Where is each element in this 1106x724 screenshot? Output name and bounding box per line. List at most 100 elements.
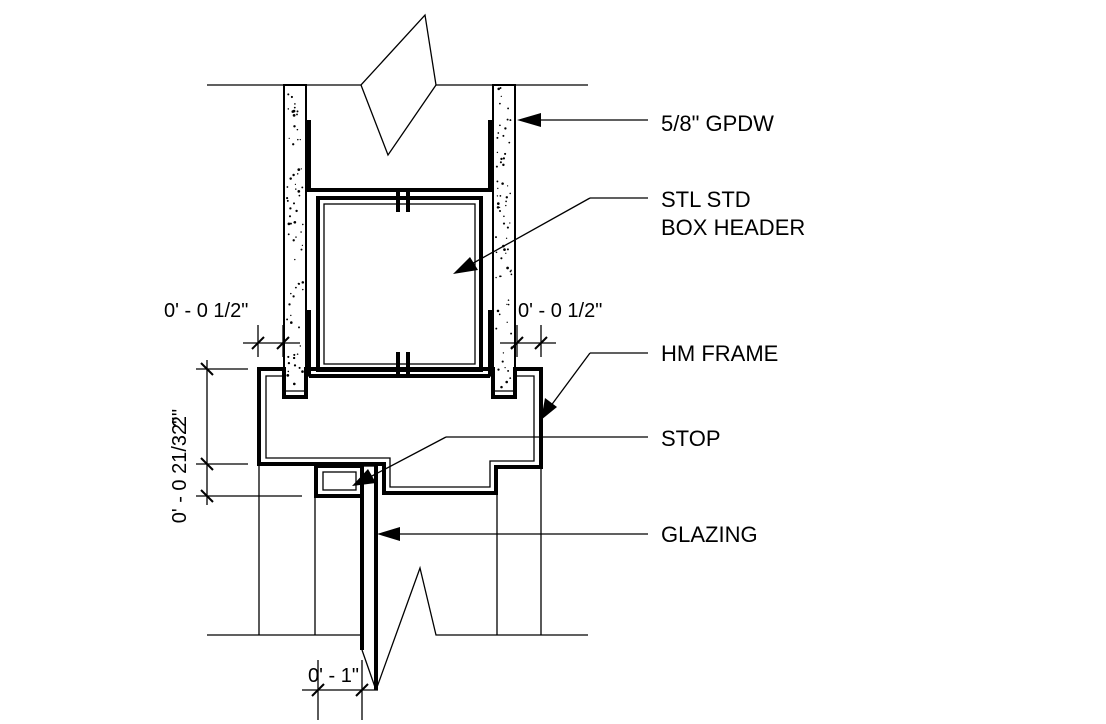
gypsum-speck (502, 157, 505, 160)
gypsum-speck (300, 248, 303, 251)
gypsum-speck (499, 195, 502, 197)
gypsum-speck (495, 236, 497, 239)
gypsum-speck (287, 370, 290, 373)
gypsum-speck (495, 165, 498, 168)
gypsum-speck (510, 269, 512, 272)
gypsum-speck (496, 309, 500, 313)
gypsum-speck (292, 382, 296, 386)
gypsum-speck (504, 366, 506, 369)
gypsum-speck (298, 366, 301, 369)
dim-text-frame-depth: 2" (169, 409, 191, 427)
gypsum-speck (297, 138, 299, 141)
callout-gpdw: 5/8" GPDW (661, 111, 774, 136)
gypsum-speck (301, 244, 304, 247)
gypsum-speck (505, 196, 508, 199)
gypsum-speck (288, 215, 292, 218)
gypsum-speck (502, 134, 505, 137)
gypsum-speck (496, 202, 500, 205)
gypsum-speck (506, 118, 509, 121)
gypsum-speck (504, 127, 507, 130)
gypsum-speck (288, 137, 290, 139)
leader-box-header (453, 197, 648, 274)
gypsum-speck (499, 102, 501, 105)
gypsum-speck (292, 239, 295, 242)
gypsum-speck (502, 163, 505, 167)
gypsum-speck (509, 222, 511, 224)
gypsum-speck (501, 360, 504, 363)
gypsum-speck (497, 368, 500, 371)
gypsum-speck (292, 109, 296, 113)
gypsum-speck (508, 141, 511, 144)
callout-header-line1: STL STD (661, 187, 751, 212)
callout-header-line2: BOX HEADER (661, 215, 805, 240)
gypsum-speck (287, 108, 290, 110)
gypsum-speck (299, 345, 302, 347)
leader-stop (352, 436, 648, 486)
gypsum-speck (297, 190, 301, 193)
callout-hm-frame: HM FRAME (661, 341, 778, 366)
gypsum-speck (507, 299, 510, 301)
gypsum-speck (289, 222, 292, 225)
leader-glazing (377, 527, 648, 541)
gypsum-speck (294, 103, 296, 105)
gypsum-speck (506, 321, 508, 323)
gypsum-speck (290, 95, 293, 99)
gypsum-speck (295, 188, 297, 190)
dim-vertical (196, 360, 302, 505)
gypsum-speck (290, 292, 292, 295)
bottom-break-line (207, 565, 588, 691)
gypsum-speck (295, 209, 298, 213)
gypsum-speck (297, 168, 301, 171)
gypsum-speck (495, 251, 498, 254)
gypsum-speck (499, 275, 502, 278)
gypsum-speck (293, 353, 296, 356)
gypsum-speck (499, 161, 502, 164)
glazing-pane (360, 465, 378, 690)
gypsum-speck (287, 222, 291, 226)
gypsum-speck (298, 326, 300, 329)
gypsum-speck (497, 87, 500, 91)
glazing-stop (314, 464, 364, 498)
callout-stop: STOP (661, 426, 721, 451)
gypsum-speck (293, 106, 296, 109)
gypsum-speck (507, 107, 510, 110)
gypsum-speck (296, 113, 298, 116)
gypsum-speck (496, 180, 499, 183)
callout-glazing: GLAZING (661, 522, 758, 547)
gypsum-speck (287, 93, 290, 96)
gypsum-speck (300, 231, 302, 233)
gypsum-speck (505, 204, 507, 207)
gypsum-speck (286, 374, 290, 377)
gypsum-speck (503, 215, 505, 218)
gypsum-speck (290, 321, 293, 324)
gypsum-speck (505, 380, 509, 384)
dim-glazing (302, 660, 378, 720)
gypsum-speck (287, 233, 290, 236)
gypsum-speck (301, 281, 305, 284)
gypsum-speck (505, 252, 507, 254)
top-break-line (207, 13, 588, 157)
leader-hm-frame (541, 352, 648, 420)
gypsum-speck (496, 151, 499, 154)
gypsum-speck (497, 187, 499, 190)
gypsum-speck (294, 286, 297, 289)
gypsum-speck (294, 258, 296, 261)
gypsum-speck (507, 369, 510, 372)
gypsum-speck (286, 186, 289, 188)
gypsum-speck (295, 236, 297, 238)
dim-left-gyp (243, 325, 300, 357)
gypsum-speck (292, 202, 296, 205)
gypsum-speck (510, 332, 513, 335)
gypsum-speck (292, 173, 295, 177)
gypsum-speck (509, 119, 512, 122)
gypsum-speck (498, 206, 501, 209)
gypsum-speck (286, 199, 289, 202)
gypsum-speck (505, 237, 508, 239)
gypsum-speck (506, 248, 509, 251)
gypsum-speck (506, 185, 509, 187)
hm-frame (257, 367, 543, 635)
gypsum-speck (292, 143, 295, 146)
gypsum-speck (500, 385, 503, 389)
gypsum-speck (287, 355, 290, 358)
